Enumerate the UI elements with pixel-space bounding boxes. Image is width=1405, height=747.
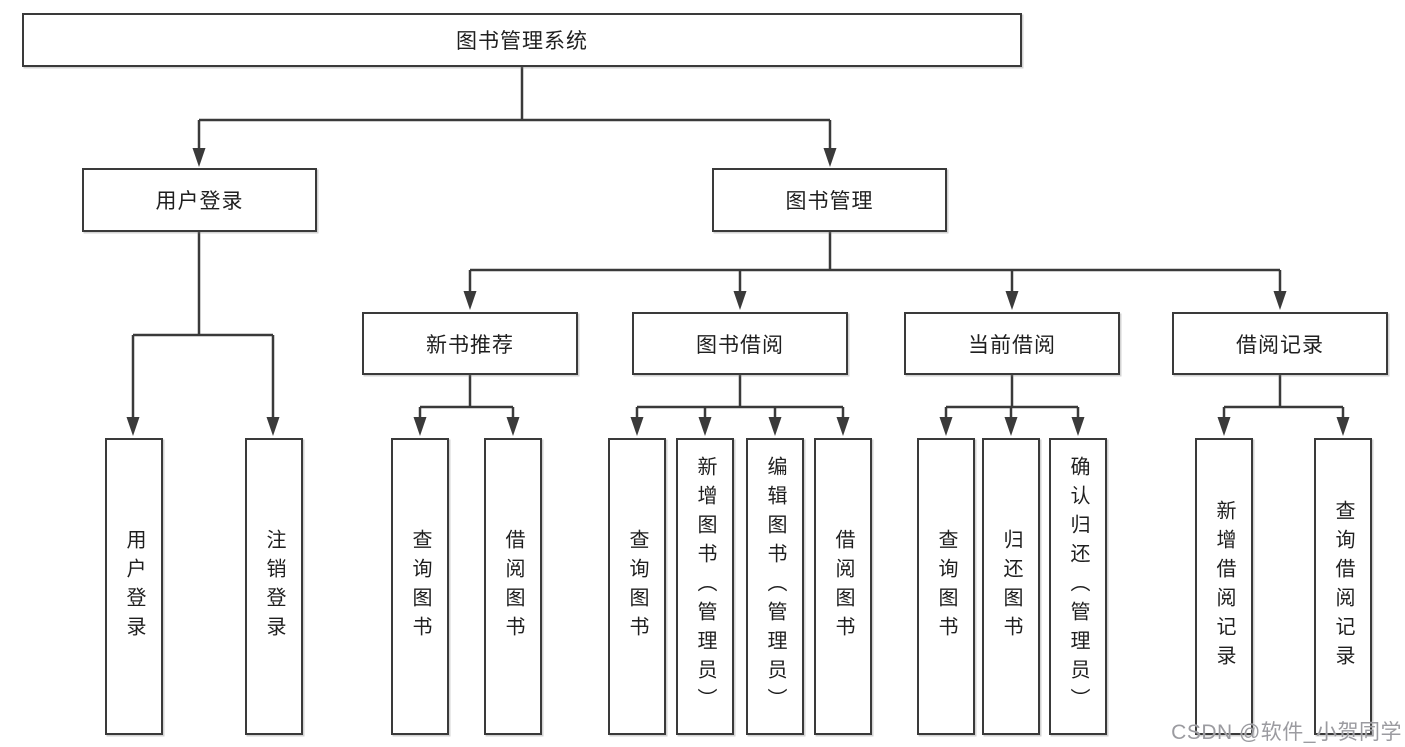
leaf-logout-login-label: 注销登录 xyxy=(263,528,285,645)
leaf-add-borrow-record: 新增借阅记录 xyxy=(1195,438,1253,735)
leaf-borrow-books-label: 借阅图书 xyxy=(832,528,854,645)
node-user-login-label: 用户登录 xyxy=(155,190,244,213)
node-user-login: 用户登录 xyxy=(82,168,317,232)
node-new-book-recommend: 新书推荐 xyxy=(362,312,578,375)
leaf-query-books-current: 查询图书 xyxy=(917,438,975,735)
leaf-return-book-label: 归还图书 xyxy=(1000,528,1022,645)
leaf-return-book: 归还图书 xyxy=(982,438,1040,735)
leaf-borrow-books-recommend-label: 借阅图书 xyxy=(502,528,524,645)
node-root-label: 图书管理系统 xyxy=(456,30,588,53)
node-new-book-recommend-label: 新书推荐 xyxy=(426,333,514,357)
leaf-query-books-current-label: 查询图书 xyxy=(935,528,957,645)
leaf-user-login: 用户登录 xyxy=(105,438,163,735)
leaf-edit-book-admin: 编辑图书（管理员） xyxy=(746,438,804,735)
csdn-watermark: CSDN @软件_小贺同学 xyxy=(1171,721,1402,744)
node-root-system: 图书管理系统 xyxy=(22,13,1022,67)
leaf-confirm-return-admin-label: 确认归还（管理员） xyxy=(1067,456,1089,717)
leaf-logout-login: 注销登录 xyxy=(245,438,303,735)
leaf-confirm-return-admin: 确认归还（管理员） xyxy=(1049,438,1107,735)
node-book-borrow-label: 图书借阅 xyxy=(696,333,784,357)
leaf-query-books-recommend: 查询图书 xyxy=(391,438,449,735)
leaf-edit-book-admin-label: 编辑图书（管理员） xyxy=(764,456,786,717)
leaf-query-books-recommend-label: 查询图书 xyxy=(409,528,431,645)
node-borrow-records-label: 借阅记录 xyxy=(1236,333,1324,357)
leaf-add-book-admin-label: 新增图书（管理员） xyxy=(694,456,716,717)
leaf-query-books-borrow: 查询图书 xyxy=(608,438,666,735)
leaf-borrow-books: 借阅图书 xyxy=(814,438,872,735)
leaf-user-login-label: 用户登录 xyxy=(123,528,145,645)
leaf-query-borrow-record-label: 查询借阅记录 xyxy=(1332,499,1354,674)
leaf-query-borrow-record: 查询借阅记录 xyxy=(1314,438,1372,735)
leaf-add-borrow-record-label: 新增借阅记录 xyxy=(1213,499,1235,674)
node-current-borrow-label: 当前借阅 xyxy=(968,333,1056,357)
leaf-add-book-admin: 新增图书（管理员） xyxy=(676,438,734,735)
node-current-borrow: 当前借阅 xyxy=(904,312,1120,375)
node-book-management: 图书管理 xyxy=(712,168,947,232)
node-book-borrow: 图书借阅 xyxy=(632,312,848,375)
node-book-management-label: 图书管理 xyxy=(785,190,874,213)
node-borrow-records: 借阅记录 xyxy=(1172,312,1388,375)
leaf-query-books-borrow-label: 查询图书 xyxy=(626,528,648,645)
leaf-borrow-books-recommend: 借阅图书 xyxy=(484,438,542,735)
